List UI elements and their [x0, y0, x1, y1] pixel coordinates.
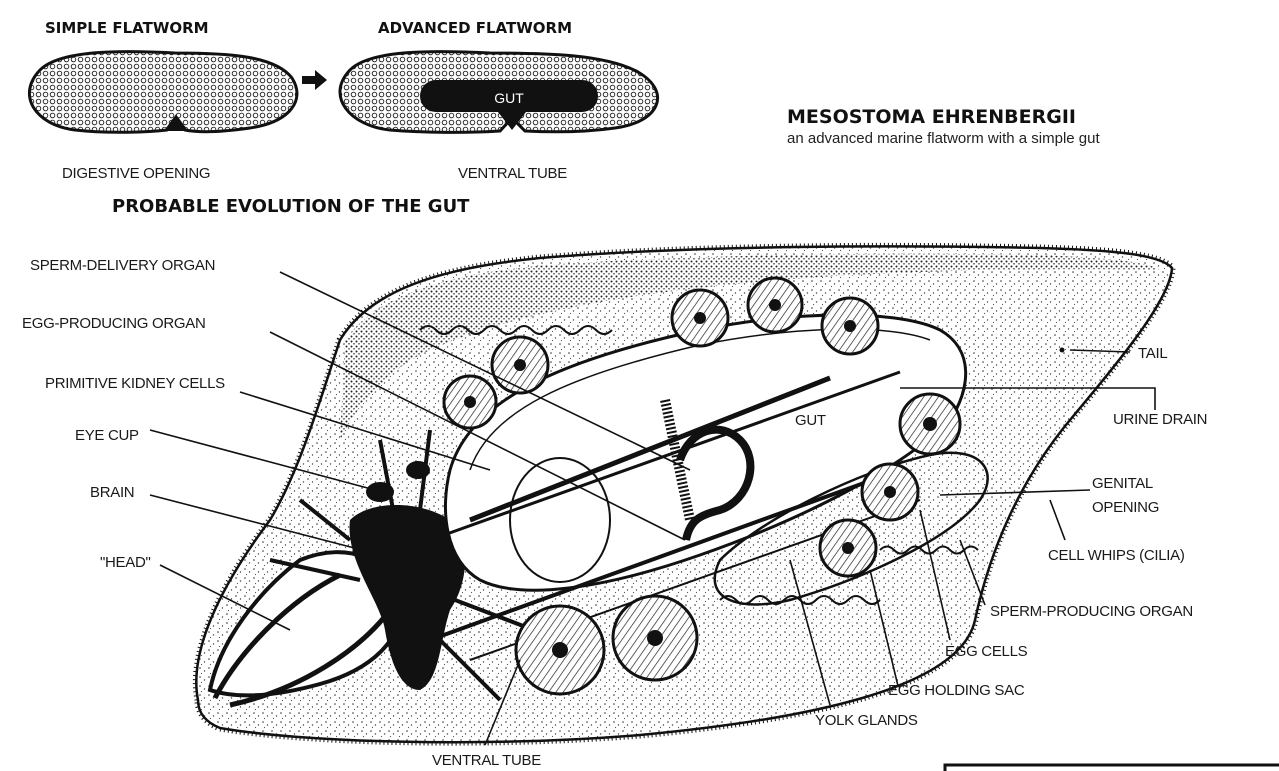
genital-opening-label-line1: GENITAL [1092, 475, 1153, 492]
egg-cell [822, 298, 878, 354]
egg-cell [862, 464, 918, 520]
egg-cell [516, 606, 604, 694]
simple-flatworm-illustration [29, 52, 297, 133]
tail-label: TAIL [1138, 345, 1167, 362]
cell-whips-label: CELL WHIPS (CILIA) [1048, 547, 1185, 564]
egg-cell [748, 278, 802, 332]
mesostoma-body [196, 246, 1172, 742]
advanced-flatworm-illustration: GUT [340, 52, 658, 133]
eye-cup-right [406, 461, 430, 479]
egg-cell [672, 290, 728, 346]
egg-cell [444, 376, 496, 428]
head-label: "HEAD" [100, 554, 151, 571]
species-name: MESOSTOMA EHRENBERGII [787, 106, 1076, 128]
digestive-opening-label: DIGESTIVE OPENING [62, 165, 210, 182]
egg-cell [820, 520, 876, 576]
egg-holding-sac-label: EGG HOLDING SAC [888, 682, 1025, 699]
sperm-delivery-organ-label: SPERM-DELIVERY ORGAN [30, 257, 215, 274]
sperm-producing-organ-label: SPERM-PRODUCING ORGAN [990, 603, 1193, 620]
advanced-flatworm-title: ADVANCED FLATWORM [378, 19, 572, 37]
egg-cell [613, 596, 697, 680]
gut-label-inset: GUT [494, 90, 524, 106]
genital-opening-label-line2: OPENING [1092, 499, 1159, 516]
frame-border [945, 765, 1279, 771]
simple-flatworm-title: SIMPLE FLATWORM [45, 19, 209, 37]
gut-evolution-inset: SIMPLE FLATWORM ADVANCED FLATWORM GUT DI… [29, 19, 657, 217]
yolk-glands-label: YOLK GLANDS [815, 712, 918, 729]
gut-label: GUT [795, 412, 826, 429]
inset-caption: PROBABLE EVOLUTION OF THE GUT [112, 196, 470, 217]
eye-cup-label: EYE CUP [75, 427, 139, 444]
brain-label: BRAIN [90, 484, 134, 501]
egg-cells-label: EGG CELLS [945, 643, 1028, 660]
primitive-kidney-cells-label: PRIMITIVE KIDNEY CELLS [45, 375, 225, 392]
species-heading: MESOSTOMA EHRENBERGII an advanced marine… [787, 106, 1100, 147]
ventral-tube-label: VENTRAL TUBE [432, 752, 541, 769]
evolution-arrow [302, 70, 327, 90]
egg-producing-organ-label: EGG-PRODUCING ORGAN [22, 315, 205, 332]
egg-cell [492, 337, 548, 393]
urine-drain-label: URINE DRAIN [1113, 411, 1207, 428]
egg-cell [900, 394, 960, 454]
ventral-tube-inset-label: VENTRAL TUBE [458, 165, 567, 182]
eye-cup-left [366, 482, 394, 502]
species-description: an advanced marine flatworm with a simpl… [787, 130, 1100, 147]
